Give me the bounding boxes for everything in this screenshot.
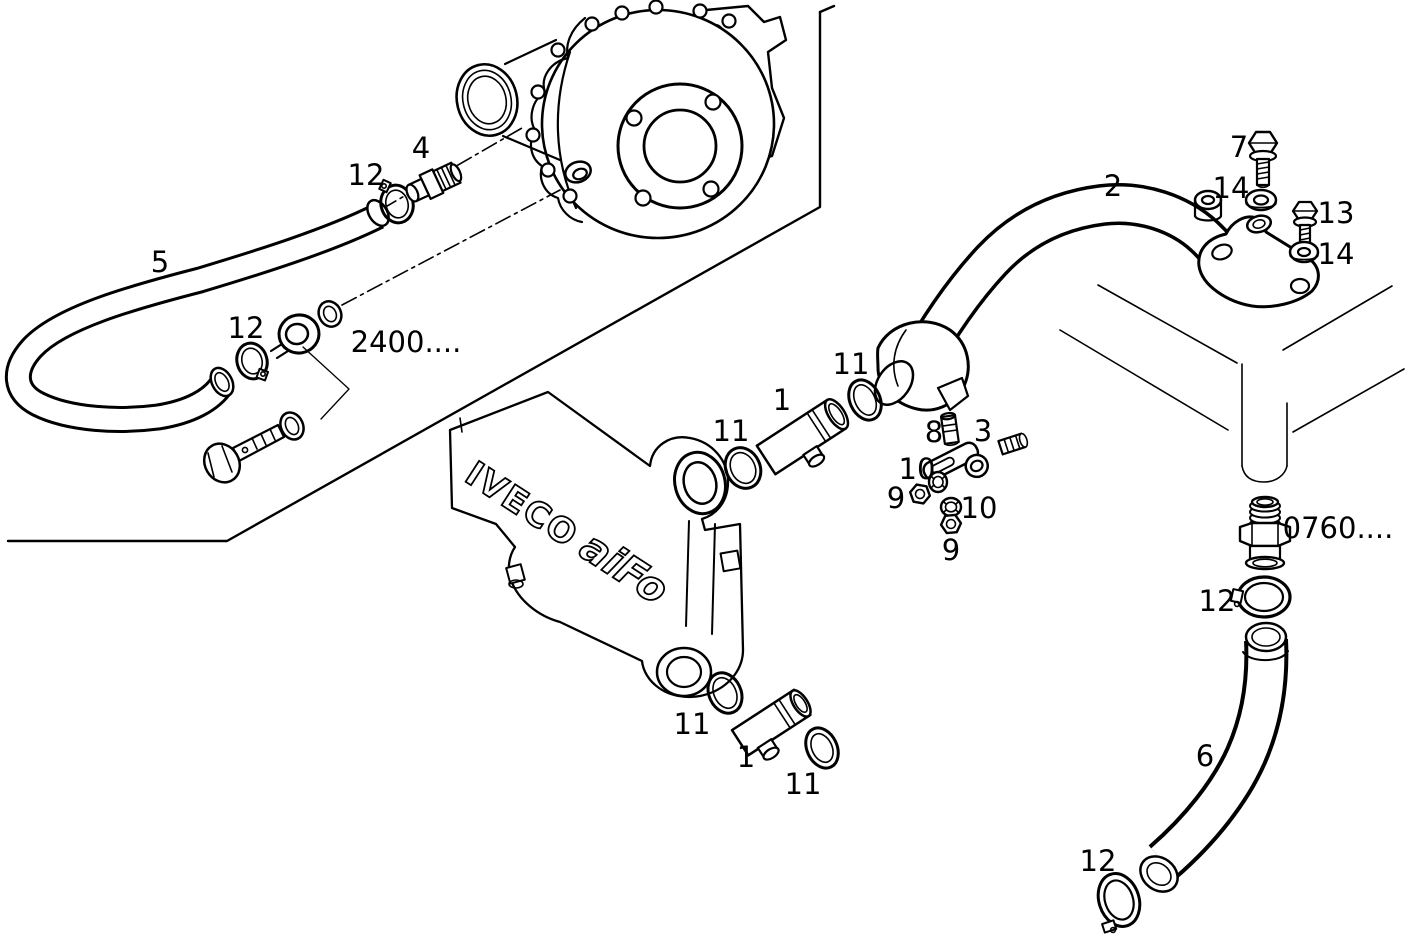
- part-label-4: 4: [412, 131, 430, 165]
- sealing-washer: [279, 411, 305, 441]
- part-label-10a: 10: [899, 452, 936, 486]
- gasket-bolt-holes: [525, 0, 737, 204]
- part-label-11a: 11: [833, 347, 870, 381]
- lock-washer-10-lower: [939, 496, 963, 518]
- pump-flange: [616, 82, 744, 210]
- hose-clamp-12-right: [1229, 575, 1292, 619]
- hose-clamp-12-bottom: [1096, 872, 1142, 934]
- engine-block: IVECO aiFo: [448, 390, 745, 699]
- washer-14-upper: [1244, 188, 1278, 212]
- part-label-12c: 12: [1199, 584, 1236, 618]
- plug-8: [940, 411, 960, 447]
- hose-6: [1139, 621, 1289, 893]
- part-label-5: 5: [151, 245, 169, 279]
- sealing-washer: [317, 300, 343, 328]
- washer-14-lower: [1288, 240, 1320, 264]
- hose-clamp-12-mid: [235, 341, 270, 382]
- o-ring-11-lower-left: [706, 671, 744, 715]
- part-label-9a: 9: [887, 481, 905, 515]
- part-label-14b: 14: [1318, 237, 1355, 271]
- sleeve-1-lower: [730, 688, 812, 761]
- part-label-13: 13: [1318, 196, 1355, 230]
- part-label-6: 6: [1196, 739, 1214, 773]
- banjo-union: [269, 313, 321, 360]
- stud: [997, 432, 1029, 456]
- banjo-bolt: [202, 423, 286, 484]
- o-ring-11-upper-left: [723, 446, 763, 490]
- block-stub-tube: [1241, 363, 1288, 483]
- ref-code-0760: 0760....: [1283, 511, 1394, 545]
- part-label-8: 8: [925, 415, 943, 449]
- part-label-11b: 11: [713, 414, 750, 448]
- sleeve-1-upper: [755, 398, 850, 476]
- block-cylinder-face: [655, 646, 713, 698]
- part-label-12d: 12: [1080, 844, 1117, 878]
- o-ring-11-lower-right: [804, 726, 840, 770]
- nut-9-lower: [939, 513, 963, 535]
- ref-code-2400: 2400....: [351, 325, 462, 359]
- lock-washer-10-upper: [927, 470, 949, 494]
- hose-5-end-opening: [366, 198, 390, 228]
- part-label-9b: 9: [942, 533, 960, 567]
- hose-5: [4, 198, 390, 433]
- hose-fitting-4: [405, 161, 463, 203]
- part-label-11d: 11: [785, 767, 822, 801]
- part-label-11c: 11: [674, 707, 711, 741]
- part-label-10b: 10: [961, 491, 998, 525]
- part-label-3: 3: [974, 414, 992, 448]
- water-pump-assembly: [455, 0, 788, 240]
- o-ring-11-upper-right: [847, 378, 883, 422]
- part-label-12b: 12: [228, 311, 265, 345]
- left-plane-outline: [6, 4, 836, 543]
- part-label-7: 7: [1230, 130, 1248, 164]
- hose-clamp-12-upper: [378, 178, 415, 225]
- part-label-12a: 12: [348, 158, 385, 192]
- threaded-fitting-0760: [1238, 495, 1292, 571]
- part-label-1b: 1: [737, 740, 755, 774]
- part-labels: 4 12 5 12 2400.... 11 1 11 2 7 14 13 14 …: [151, 130, 1394, 878]
- right-plane-outline: [1059, 284, 1405, 433]
- part-label-2: 2: [1104, 169, 1122, 203]
- bracket-3: [922, 441, 989, 481]
- part-label-14a: 14: [1213, 171, 1250, 205]
- bolt-7: [1247, 130, 1279, 189]
- leader-line: [302, 346, 350, 420]
- nut-9-upper: [908, 483, 932, 505]
- axis-line-banjo: [341, 189, 561, 306]
- part-label-1a: 1: [773, 383, 791, 417]
